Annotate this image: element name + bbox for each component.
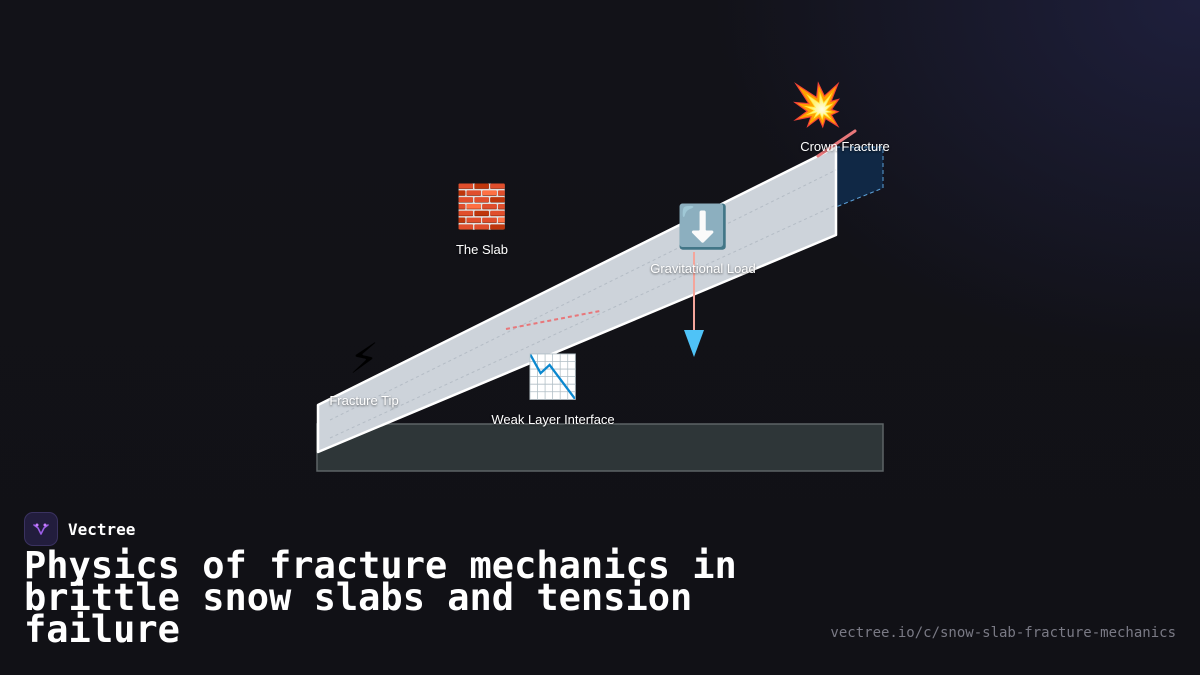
- slab-back-face: [835, 146, 884, 208]
- source-url[interactable]: vectree.io/c/snow-slab-fracture-mechanic…: [830, 625, 1176, 641]
- vectree-logo-icon: [24, 512, 58, 546]
- weak-layer-crack: [505, 310, 601, 330]
- slab-body: [316, 145, 838, 454]
- crown-fracture-line: [816, 129, 857, 158]
- page-title: Physics of fracture mechanics in brittle…: [24, 544, 737, 651]
- node-label-crown: Crown Fracture: [800, 139, 890, 154]
- slab-inner-line: [329, 204, 837, 439]
- collision-icon: 💥: [790, 80, 844, 129]
- brand-name: Vectree: [68, 519, 136, 539]
- chart-decreasing-icon: 📉: [526, 352, 580, 401]
- down-arrow-icon: ⬇️: [676, 202, 730, 251]
- bricks-icon: 🧱: [455, 182, 509, 231]
- brand[interactable]: Vectree: [24, 512, 135, 546]
- ground-block: [316, 423, 884, 472]
- node-label-weak: Weak Layer Interface: [491, 412, 615, 427]
- load-arrow-head: [684, 330, 704, 357]
- node-label-load: Gravitational Load: [650, 261, 756, 276]
- lightning-icon: ⚡: [349, 334, 379, 383]
- node-label-slab: The Slab: [455, 242, 509, 257]
- node-label-tip: Fracture Tip: [329, 393, 399, 408]
- slab-inner-line: [329, 169, 837, 421]
